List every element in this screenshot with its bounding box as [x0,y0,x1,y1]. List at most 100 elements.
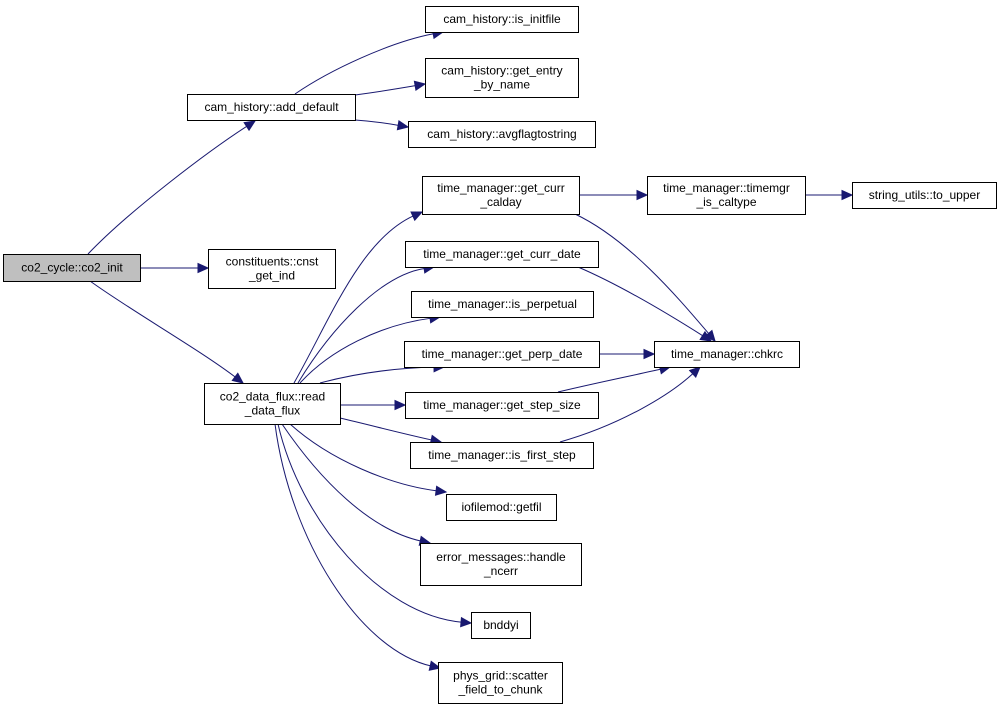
edge-arrowhead [197,262,210,274]
edge-arrowhead [841,189,854,201]
edge-line [294,33,435,95]
edge-line [559,372,694,443]
node-to-upper[interactable]: string_utils::to_upper [852,182,997,209]
node-box[interactable] [654,341,800,368]
node-is-initfile[interactable]: cam_history::is_initfile [425,6,579,33]
node-label: time_manager::get_curr_date [423,247,581,261]
node-label: co2_cycle::co2_init [21,261,123,275]
edge-line [577,266,704,337]
edge-arrowhead [688,366,701,379]
node-get-step-size[interactable]: time_manager::get_step_size [405,392,599,419]
node-label: co2_data_flux::read [220,390,325,404]
node-box[interactable] [438,662,563,704]
node-getfil[interactable]: iofilemod::getfil [446,494,557,521]
edge-arrowhead [413,80,427,91]
node-scatter-field[interactable]: phys_grid::scatter_field_to_chunk [438,662,563,704]
edge-line [293,215,415,384]
edge-arrowhead [396,120,410,131]
edge-read-data-flux-to-getfil [289,423,448,496]
edge-get-curr-calday-to-timemgr-is-caltype [579,189,649,201]
edge-line [277,423,463,623]
node-box[interactable] [420,543,582,586]
node-label: _is_caltype [695,195,756,209]
edge-co2-init-to-add-default [87,120,257,255]
edge-add-default-to-avgflag [354,119,410,131]
edge-line [281,423,422,542]
edge-line [299,317,432,384]
node-bnddyi[interactable]: bnddyi [471,612,531,639]
node-label: error_messages::handle [436,550,566,564]
edge-read-data-flux-to-is-first-step [339,417,443,445]
node-label: cam_history::add_default [204,100,339,114]
edge-line [354,119,400,126]
node-label: time_manager::chkrc [671,347,783,361]
edge-arrowhead [428,660,442,671]
node-box[interactable] [647,176,806,215]
node-avgflag[interactable]: cam_history::avgflagtostring [408,121,596,148]
edge-arrowhead [394,399,407,411]
call-graph-nodes: co2_cycle::co2_init cam_history::add_defa… [3,6,997,704]
edge-line [574,213,710,335]
node-box[interactable] [852,182,997,209]
node-add-default[interactable]: cam_history::add_default [187,94,356,121]
edge-arrowhead [243,120,257,132]
node-label: bnddyi [483,618,518,632]
node-box[interactable] [404,341,600,368]
edge-timemgr-is-caltype-to-to-upper [805,189,854,201]
node-label: phys_grid::scatter [453,669,548,683]
node-read-data-flux[interactable]: co2_data_flux::read_data_flux [204,383,341,425]
node-get-entry[interactable]: cam_history::get_entry_by_name [425,58,579,98]
node-get-curr-date[interactable]: time_manager::get_curr_date [405,241,599,268]
node-label: time_manager::get_curr [437,181,564,195]
edge-get-curr-date-to-chkrc [577,266,713,342]
edge-co2-init-to-cnst-get-ind [137,262,210,274]
edge-line [339,417,433,441]
edge-read-data-flux-to-get-curr-calday [293,211,424,384]
node-handle-ncerr[interactable]: error_messages::handle_ncerr [420,543,582,586]
node-box[interactable] [471,612,531,639]
node-co2-init[interactable]: co2_cycle::co2_init [3,254,141,282]
node-label: string_utils::to_upper [869,188,980,202]
node-label: _ncerr [483,564,518,578]
node-chkrc[interactable]: time_manager::chkrc [654,341,800,368]
edge-is-first-step-to-chkrc [559,366,701,443]
node-box[interactable] [405,392,599,419]
node-label: cam_history::get_entry [441,64,562,78]
node-cnst-get-ind[interactable]: constituents::cnst_get_ind [208,249,336,289]
node-box[interactable] [208,249,336,289]
node-box[interactable] [405,241,599,268]
edge-add-default-to-get-entry [354,80,427,96]
node-box[interactable] [204,383,341,425]
node-box[interactable] [425,58,579,98]
node-label: time_manager::is_first_step [428,448,576,462]
edge-get-step-size-to-chkrc [557,364,672,393]
node-get-perp-date[interactable]: time_manager::get_perp_date [404,341,600,368]
node-box[interactable] [425,6,579,33]
edge-get-perp-date-to-chkrc [598,348,656,360]
node-label: cam_history::avgflagtostring [427,127,576,141]
edge-line [354,85,417,96]
edge-read-data-flux-to-scatter-field [274,423,442,671]
node-get-curr-calday[interactable]: time_manager::get_curr_calday [422,176,580,215]
edge-arrowhead [643,348,656,360]
node-label: _by_name [473,78,530,92]
edge-line [87,125,248,255]
edge-co2-init-to-read-data-flux [89,280,244,384]
node-label: _get_ind [248,269,295,283]
edge-arrowhead [699,330,713,342]
node-box[interactable] [410,442,594,469]
edge-arrowhead [410,211,424,222]
node-box[interactable] [422,176,580,215]
node-is-perpetual[interactable]: time_manager::is_perpetual [411,291,594,318]
edge-line [89,280,237,378]
node-box[interactable] [187,94,356,121]
node-box[interactable] [411,291,594,318]
node-box[interactable] [446,494,557,521]
node-is-first-step[interactable]: time_manager::is_first_step [410,442,594,469]
node-label: time_manager::get_step_size [423,398,581,412]
node-timemgr-is-caltype[interactable]: time_manager::timemgr_is_caltype [647,176,806,215]
node-box[interactable] [408,121,596,148]
edge-arrowhead [460,616,473,628]
node-box[interactable] [3,254,141,282]
